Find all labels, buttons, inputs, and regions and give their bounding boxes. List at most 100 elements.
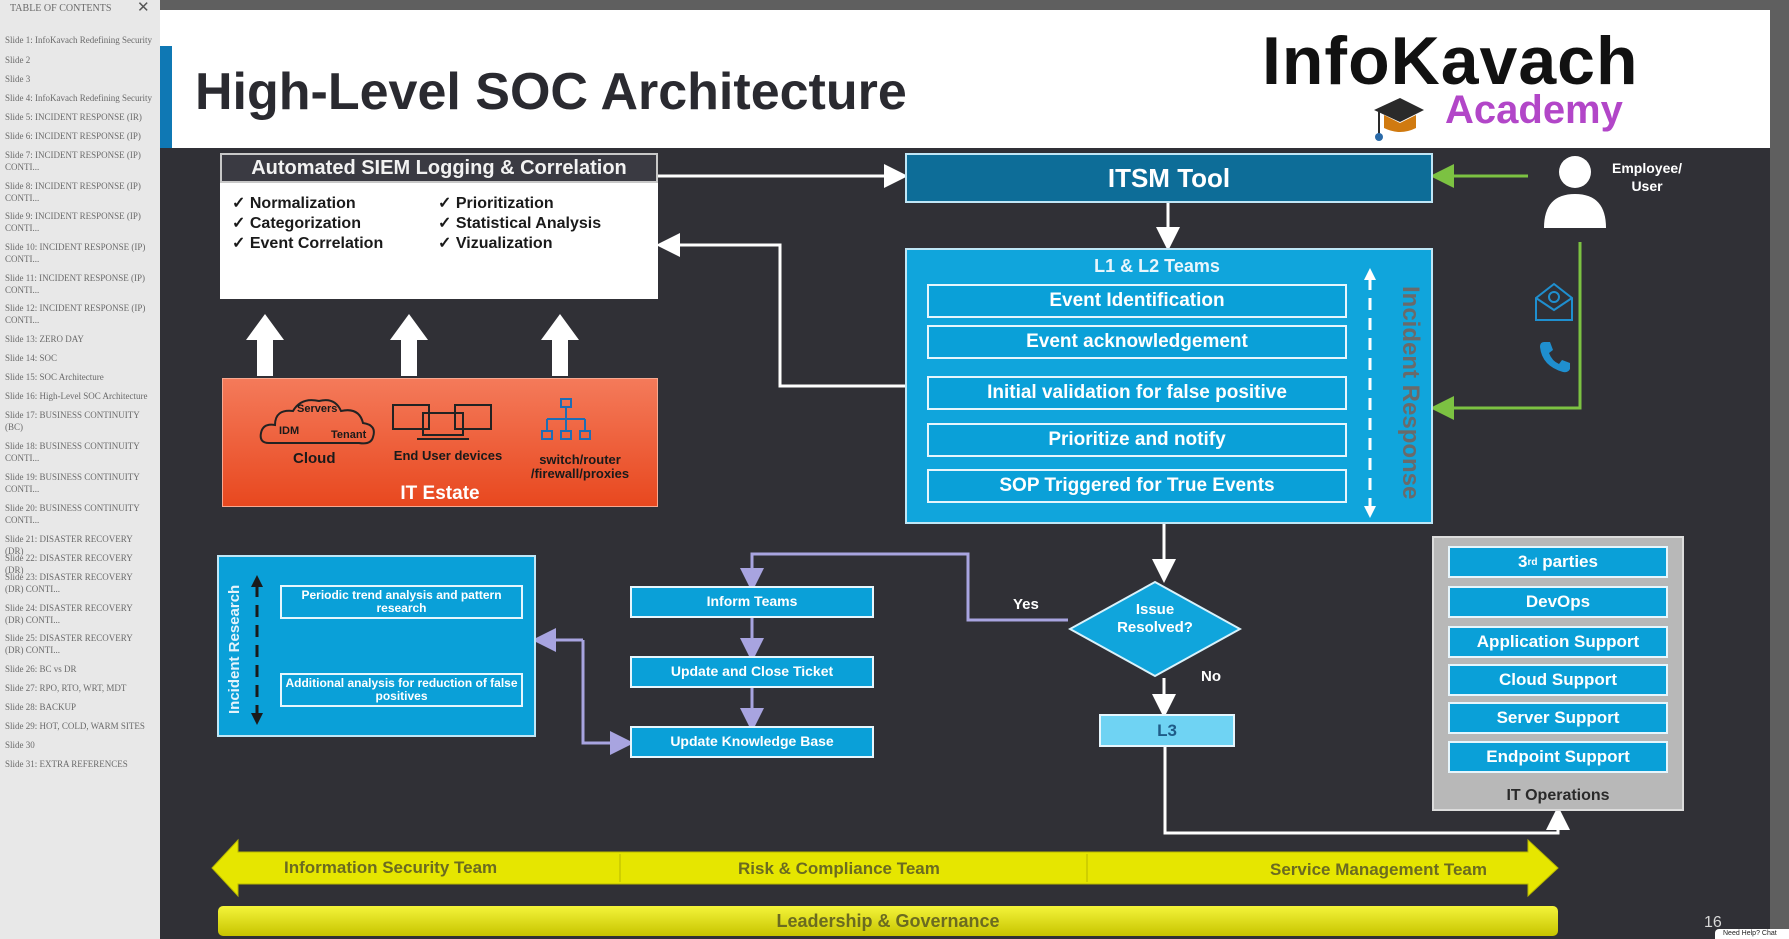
no-label: No [1201, 668, 1221, 685]
toc-item[interactable]: Slide 29: HOT, COLD, WARM SITES [5, 721, 145, 731]
toc-item[interactable]: Slide 14: SOC [5, 353, 58, 363]
siem-features-panel: ✓ Normalization ✓ Categorization ✓ Event… [220, 183, 658, 299]
end-user-devices-label: End User devices [393, 448, 503, 463]
network-label-line2: /firewall/proxies [530, 466, 630, 482]
toc-item[interactable]: Slide 22: DISASTER RECOVERY (DR) [5, 553, 133, 575]
step-sop-triggered: SOP Triggered for True Events [927, 469, 1347, 503]
toc-item[interactable]: Slide 4: InfoKavach Redefining Security [5, 93, 152, 103]
yes-label: Yes [1013, 596, 1039, 613]
feature-label: Statistical Analysis [455, 215, 602, 232]
toc-item[interactable]: Slide 28: BACKUP [5, 702, 77, 712]
incident-response-label: Incident Response [1397, 286, 1424, 500]
feature-prioritization: ✓ Prioritization [438, 195, 554, 212]
update-close-ticket-box: Update and Close Ticket [630, 656, 874, 688]
toc-item[interactable]: Slide 2 [5, 55, 31, 65]
step-prioritize-notify: Prioritize and notify [927, 423, 1347, 457]
toc-item[interactable]: Slide 23: DISASTER RECOVERY (DR) CONTI..… [5, 572, 133, 594]
toc-item[interactable]: Slide 5: INCIDENT RESPONSE (IR) [5, 112, 142, 122]
phone-icon [1540, 342, 1570, 373]
ops-application-support: Application Support [1448, 626, 1668, 658]
incident-research-label: Incident Research [226, 584, 243, 714]
help-chat-button[interactable]: Need Help? Chat [1715, 929, 1789, 939]
vertical-double-arrow-icon [1364, 268, 1376, 518]
decision-line2: Resolved? [1117, 619, 1193, 636]
itsm-tool-box: ITSM Tool [905, 153, 1433, 203]
third-suffix: rd [1527, 556, 1538, 568]
ops-cloud-support: Cloud Support [1448, 664, 1668, 696]
decision-line1: Issue [1135, 601, 1175, 618]
toc-item[interactable]: Slide 1: InfoKavach Redefining Security [5, 35, 152, 45]
team-service-management: Service Management Team [1270, 860, 1487, 879]
toc-item[interactable]: Slide 18: BUSINESS CONTINUITY CONTI... [5, 441, 140, 463]
end-user-devices-icon [392, 404, 492, 440]
toc-item[interactable]: Slide 27: RPO, RTO, WRT, MDT [5, 683, 127, 693]
toc-item[interactable]: Slide 11: INCIDENT RESPONSE (IP) CONTI..… [5, 273, 146, 295]
toc-item[interactable]: Slide 19: BUSINESS CONTINUITY CONTI... [5, 472, 140, 494]
toc-item[interactable]: Slide 24: DISASTER RECOVERY (DR) CONTI..… [5, 603, 133, 625]
feature-label: Prioritization [455, 195, 554, 212]
siem-title: Automated SIEM Logging & Correlation [220, 153, 658, 183]
toc-item[interactable]: Slide 21: DISASTER RECOVERY (DR) [5, 534, 133, 556]
toc-item[interactable]: Slide 8: INCIDENT RESPONSE (IP) CONTI... [5, 181, 141, 203]
servers-label: Servers [297, 403, 338, 415]
toc-item[interactable]: Slide 12: INCIDENT RESPONSE (IP) CONTI..… [5, 303, 146, 325]
feature-normalization: ✓ Normalization [232, 195, 356, 212]
l3-box: L3 [1099, 714, 1235, 747]
toc-item[interactable]: Slide 10: INCIDENT RESPONSE (IP) CONTI..… [5, 242, 146, 264]
team-risk-compliance: Risk & Compliance Team [738, 859, 940, 878]
idm-label: IDM [279, 425, 300, 437]
toc-item[interactable]: Slide 15: SOC Architecture [5, 372, 104, 382]
research-false-positive-reduction: Additional analysis for reduction of fal… [280, 673, 523, 707]
table-of-contents-panel: TABLE OF CONTENTS ✕ Slide 1: InfoKavach … [0, 0, 160, 939]
slide-header: High-Level SOC Architecture InfoKavach A… [160, 10, 1770, 148]
toc-title: TABLE OF CONTENTS [10, 3, 112, 14]
ops-endpoint-support: Endpoint Support [1448, 741, 1668, 773]
incident-research-panel [217, 555, 536, 737]
email-icon [1535, 282, 1573, 321]
ops-server-support: Server Support [1448, 702, 1668, 734]
it-operations-title: IT Operations [1506, 787, 1610, 804]
page-number: 16 [1704, 914, 1722, 931]
cloud-icon [259, 399, 375, 445]
step-event-identification: Event Identification [927, 284, 1347, 318]
toc-item[interactable]: Slide 9: INCIDENT RESPONSE (IP) CONTI... [5, 211, 141, 233]
title-accent-bar [160, 46, 172, 148]
feature-event-correlation: ✓ Event Correlation [232, 235, 384, 252]
third-parties-label: parties [1537, 552, 1598, 571]
page-title: High-Level SOC Architecture [195, 63, 907, 121]
network-label-line1: switch/router [539, 452, 621, 467]
vertical-double-arrow-icon [251, 575, 263, 725]
team-information-security: Information Security Team [284, 858, 498, 877]
slide-canvas: High-Level SOC Architecture InfoKavach A… [160, 10, 1770, 939]
tenant-label: Tenant [331, 429, 367, 441]
close-icon[interactable]: ✕ [137, 0, 150, 16]
ops-devops: DevOps [1448, 586, 1668, 618]
it-estate-panel: Servers IDM Tenant Cloud End User device… [222, 378, 658, 507]
toc-item[interactable]: Slide 3 [5, 74, 31, 84]
feature-label: Event Correlation [249, 235, 384, 252]
update-knowledge-base-box: Update Knowledge Base [630, 726, 874, 758]
toc-item[interactable]: Slide 25: DISASTER RECOVERY (DR) CONTI..… [5, 633, 133, 655]
toc-item[interactable]: Slide 30 [5, 740, 35, 750]
toc-item[interactable]: Slide 31: EXTRA REFERENCES [5, 759, 128, 769]
inform-teams-box: Inform Teams [630, 586, 874, 618]
user-icon [1544, 156, 1606, 228]
toc-item[interactable]: Slide 16: High-Level SOC Architecture [5, 391, 148, 401]
cloud-label: Cloud [293, 450, 336, 467]
step-initial-validation: Initial validation for false positive [927, 376, 1347, 410]
feature-categorization: ✓ Categorization [232, 215, 361, 232]
leadership-governance-bar: Leadership & Governance [218, 906, 1558, 936]
brand-logo-subtext: Academy [1445, 88, 1623, 132]
network-devices-label: switch/router/firewall/proxies [515, 452, 645, 482]
it-estate-title: IT Estate [400, 483, 480, 504]
feature-label: Vizualization [455, 235, 553, 252]
toc-item[interactable]: Slide 13: ZERO DAY [5, 334, 84, 344]
toc-item[interactable]: Slide 26: BC vs DR [5, 664, 77, 674]
toc-item[interactable]: Slide 7: INCIDENT RESPONSE (IP) CONTI... [5, 150, 141, 172]
feature-label: Normalization [249, 195, 356, 212]
graduation-cap-icon [1374, 98, 1424, 141]
toc-item[interactable]: Slide 6: INCIDENT RESPONSE (IP) [5, 131, 141, 141]
toc-item[interactable]: Slide 20: BUSINESS CONTINUITY CONTI... [5, 503, 140, 525]
toc-item[interactable]: Slide 17: BUSINESS CONTINUITY (BC) [5, 410, 140, 432]
employee-user-label: Employee/User [1612, 160, 1682, 195]
